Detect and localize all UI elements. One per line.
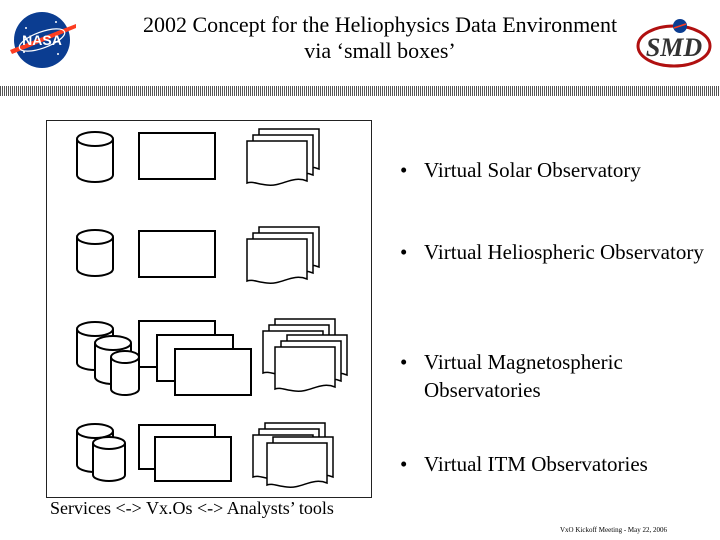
service-box-icon [174,348,252,396]
bullet-marker: • [400,240,408,264]
row-itm-icons [76,422,334,488]
row-vmo-icons [76,318,348,396]
title-line-2: via ‘small boxes’ [304,38,456,63]
list-item: • Virtual Heliospheric Observatory [400,238,710,266]
page-title: 2002 Concept for the Heliophysics Data E… [100,12,660,64]
document-stack-icon [262,318,348,392]
service-box-icon [154,436,232,482]
smd-logo: SMD [634,10,716,74]
bullet-text: Virtual Heliospheric Observatory [424,240,704,264]
bullet-marker: • [400,350,408,374]
list-item: • Virtual Solar Observatory [400,156,710,184]
footer-text: VxO Kickoff Meeting - May 22, 2006 [560,526,667,534]
data-environment-diagram [46,120,372,498]
document-stack-icon [246,226,320,284]
row-vso-icons [76,128,320,186]
database-icon [76,229,114,277]
document-stack-icon [246,128,320,186]
bullet-text: Virtual ITM Observatories [424,452,648,476]
database-icon [76,131,114,183]
list-item: • Virtual Magnetospheric Observatories [400,348,710,404]
database-icon [92,436,126,482]
diagram-caption: Services <-> Vx.Os <-> Analysts’ tools [50,498,334,518]
bullet-text: Virtual Magnetospheric Observatories [424,350,623,402]
title-line-1: 2002 Concept for the Heliophysics Data E… [142,12,618,37]
service-box-icon [138,230,216,278]
header-divider-stripe [0,86,720,96]
list-item: • Virtual ITM Observatories [400,450,710,478]
bullet-marker: • [400,452,408,476]
bullet-marker: • [400,158,408,182]
nasa-logo: NASA [6,8,78,72]
document-stack-icon [252,422,334,488]
service-box-icon [138,132,216,180]
database-icon [110,350,140,396]
smd-logo-text: SMD [646,33,703,62]
bullet-text: Virtual Solar Observatory [424,158,641,182]
row-vho-icons [76,226,320,284]
nasa-logo-text: NASA [22,32,62,48]
